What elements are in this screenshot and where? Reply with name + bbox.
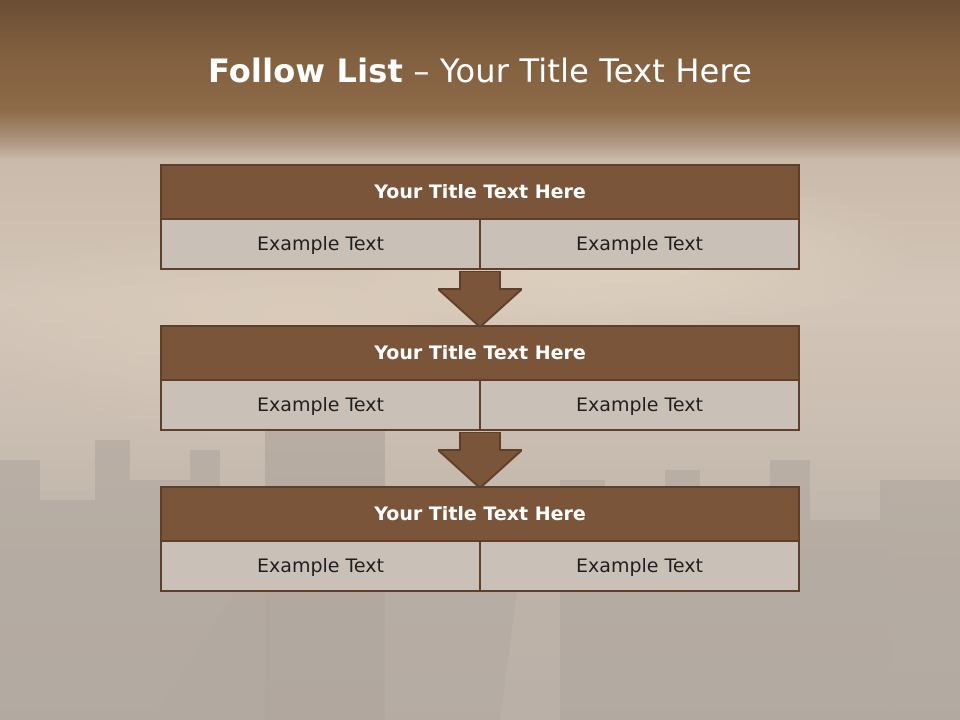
step-cell-right: Example Text	[481, 542, 800, 592]
title-banner	[0, 0, 960, 160]
step-cell-left: Example Text	[160, 220, 481, 270]
step-cell-right: Example Text	[481, 381, 800, 431]
city-skyline	[0, 380, 960, 720]
step-block-1: Your Title Text Here Example Text Exampl…	[160, 164, 800, 270]
step-row: Example Text Example Text	[160, 220, 800, 270]
step-header: Your Title Text Here	[160, 486, 800, 542]
step-row: Example Text Example Text	[160, 542, 800, 592]
down-arrow-icon	[438, 271, 522, 327]
title-bold: Follow List	[207, 52, 404, 90]
title-rest: – Your Title Text Here	[403, 52, 753, 90]
step-header: Your Title Text Here	[160, 164, 800, 220]
step-cell-right: Example Text	[481, 220, 800, 270]
step-block-2: Your Title Text Here Example Text Exampl…	[160, 325, 800, 431]
step-header: Your Title Text Here	[160, 325, 800, 381]
step-block-3: Your Title Text Here Example Text Exampl…	[160, 486, 800, 592]
page-title: Follow List – Your Title Text Here	[0, 52, 960, 90]
step-cell-left: Example Text	[160, 542, 481, 592]
step-row: Example Text Example Text	[160, 381, 800, 431]
step-cell-left: Example Text	[160, 381, 481, 431]
down-arrow-icon	[438, 432, 522, 488]
